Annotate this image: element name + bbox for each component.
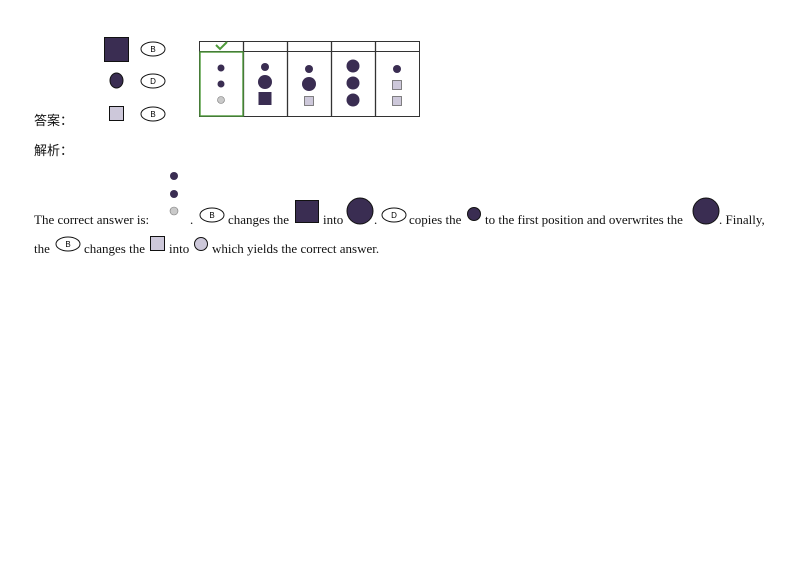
option-1[interactable]	[217, 64, 225, 104]
operator-d-letter: D	[391, 211, 397, 220]
dark-circle-icon	[467, 207, 481, 221]
explanation-text-finally: . Finally,	[719, 212, 765, 227]
operator-b-icon: B	[140, 106, 166, 122]
operator-b-letter: B	[65, 240, 70, 249]
analysis-label: 解析：	[34, 143, 74, 158]
large-dark-circle-icon	[692, 197, 720, 225]
explanation-text-changes: changes the	[228, 212, 290, 227]
operator-d-letter: D	[150, 77, 156, 86]
light-circle-icon	[194, 237, 208, 251]
operator-b-letter: B	[150, 110, 155, 119]
answer-label: 答案：	[34, 113, 74, 128]
large-dark-square-icon	[295, 200, 319, 223]
explanation-line-1-start: The correct answer is:	[34, 212, 150, 227]
large-dark-square-icon	[104, 37, 129, 62]
answer-stack-icon	[169, 172, 179, 216]
checkmark-icon	[215, 41, 228, 51]
explanation-text-yields: which yields the correct answer.	[212, 241, 380, 256]
explanation-text-copies: copies the	[409, 212, 462, 227]
large-dark-circle-icon	[346, 197, 374, 225]
operator-d-icon: D	[381, 207, 407, 223]
options-table	[199, 41, 420, 117]
option-2[interactable]	[258, 63, 272, 105]
explanation-period-2: .	[374, 212, 378, 227]
dark-circle-icon	[109, 72, 124, 89]
operator-b-icon: B	[55, 236, 81, 252]
light-square-icon	[150, 236, 165, 251]
option-3[interactable]	[302, 65, 316, 106]
explanation-text-into: into	[323, 212, 344, 227]
option-4[interactable]	[346, 59, 360, 107]
explanation-text-changes-2: changes the	[84, 241, 146, 256]
operator-d-icon: D	[140, 73, 166, 89]
operator-b-icon: B	[199, 207, 225, 223]
explanation-text-into-2: into	[169, 241, 190, 256]
operator-b-icon: B	[140, 41, 166, 57]
option-5[interactable]	[392, 65, 402, 106]
explanation-line-2-start: the	[34, 241, 50, 256]
explanation-period-1: .	[190, 212, 194, 227]
explanation-text-first-position: to the first position and overwrites the	[485, 212, 683, 227]
light-square-icon	[109, 106, 124, 121]
operator-b-letter: B	[209, 211, 214, 220]
operator-b-letter: B	[150, 45, 155, 54]
